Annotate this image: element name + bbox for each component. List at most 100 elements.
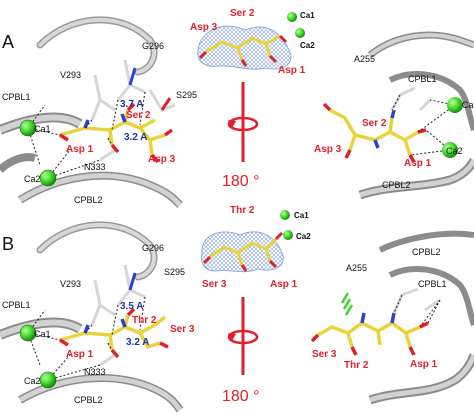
label-n333: N333 xyxy=(84,367,106,377)
rotation-arrowhead xyxy=(228,120,236,128)
label-g296: G296 xyxy=(142,41,164,51)
sidechain-v293 xyxy=(90,74,116,121)
right-residue-ser2: Ser 2 xyxy=(362,118,387,129)
rotation-angle-b: 180 ° xyxy=(222,388,260,405)
right-ligand xyxy=(317,320,421,348)
residue-asp1: Asp 1 xyxy=(66,144,94,155)
right-ca2 xyxy=(442,142,458,158)
right-label-a255: A255 xyxy=(354,54,375,64)
electron-density-mesh xyxy=(197,25,292,70)
calcium-ion-ca1 xyxy=(19,324,37,342)
panel-b-left-structure xyxy=(0,221,184,413)
density-ligand xyxy=(205,34,281,61)
ligand-oxygens xyxy=(59,102,174,164)
density-ca2 xyxy=(283,230,293,240)
label-ca2: Ca2 xyxy=(24,376,41,386)
label-s295: S295 xyxy=(176,90,197,100)
ligand-sticks xyxy=(59,109,166,156)
electron-density-mesh xyxy=(201,231,284,273)
density-ca1 xyxy=(280,210,290,220)
right-ligand-nitrogens xyxy=(373,109,396,149)
right-label-cpbl2: CPBL2 xyxy=(382,180,411,190)
ligand-oxygens xyxy=(59,307,169,359)
right-protein-bottom-highlight xyxy=(359,158,474,198)
center-ser3: Ser 3 xyxy=(202,279,227,290)
right-residue-thr2: Thr 2 xyxy=(344,360,369,371)
residue-asp1: Asp 1 xyxy=(66,349,94,360)
residue-ser2: Ser 2 xyxy=(126,110,151,121)
label-v293: V293 xyxy=(60,279,81,289)
center-ca2-label: Ca2 xyxy=(300,41,315,50)
density-ca1 xyxy=(287,12,297,22)
calcium-ion-ca1 xyxy=(19,119,37,137)
right-protein-mid xyxy=(388,266,474,327)
hbond-lines xyxy=(27,296,146,381)
right-label-cpbl2: CPBL2 xyxy=(412,247,441,257)
center-ser2: Ser 2 xyxy=(230,8,255,19)
protein-strand-lower xyxy=(0,153,37,173)
label-n333: N333 xyxy=(84,162,106,172)
protein-loop-top-highlight xyxy=(38,223,157,279)
calcium-ion-ca2 xyxy=(39,371,57,389)
panel-letter-a: A xyxy=(2,32,14,52)
ligand-nitrogens xyxy=(83,318,127,334)
center-asp1: Asp 1 xyxy=(278,65,306,76)
right-hbond-lines xyxy=(391,94,456,156)
panel-a-density-map xyxy=(197,12,305,70)
center-ca1-label: Ca1 xyxy=(300,11,315,20)
right-ligand-oxygens xyxy=(310,321,429,356)
panel-b-right-structure xyxy=(310,230,474,405)
panel-a-right-structure xyxy=(322,31,474,200)
center-ca1-label: Ca1 xyxy=(294,211,309,220)
label-cpbl1: CPBL1 xyxy=(2,300,31,310)
sidechain-v293 xyxy=(90,279,116,326)
label-cpbl2: CPBL2 xyxy=(74,395,103,405)
density-ligand-oxygens xyxy=(202,231,284,272)
nitrogen-atom xyxy=(128,67,137,86)
ligand-nitrogens xyxy=(83,113,127,129)
protein-loop-top-highlight xyxy=(38,18,157,74)
right-label-ca2: Ca2 xyxy=(446,146,463,156)
density-ligand-oxygens xyxy=(198,34,288,67)
protein-strand-left-highlight xyxy=(0,114,82,133)
right-ligand xyxy=(329,108,419,156)
right-residue-asp3: Asp 3 xyxy=(314,144,342,155)
hbond-lines xyxy=(27,91,146,179)
center-ca2-label: Ca2 xyxy=(296,232,311,241)
right-ca1 xyxy=(447,97,463,113)
label-s295: S295 xyxy=(164,267,185,277)
rotation-arrowhead xyxy=(228,333,236,341)
right-ligand-oxygens xyxy=(322,102,427,163)
label-cpbl2: CPBL2 xyxy=(74,195,103,205)
label-cpbl1: CPBL1 xyxy=(2,92,31,102)
right-label-cpbl1: CPBL1 xyxy=(418,279,447,289)
label-ca1: Ca1 xyxy=(34,329,51,339)
right-protein-bottom-highlight xyxy=(369,354,474,403)
distance-1: 3.5 A xyxy=(120,301,144,312)
oxygen-atom xyxy=(160,97,172,111)
right-hbond-lines xyxy=(393,294,441,328)
panel-a-left-structure xyxy=(0,16,183,208)
right-protein-top xyxy=(378,230,474,253)
nitrogen-atom xyxy=(128,272,137,291)
panel-b-density-map xyxy=(201,210,293,273)
label-ca1: Ca1 xyxy=(34,124,51,134)
right-label-cpbl1: CPBL1 xyxy=(408,74,437,84)
rotation-indicator-a xyxy=(227,82,259,162)
right-residue-asp1: Asp 1 xyxy=(404,158,432,169)
right-label-a255: A255 xyxy=(346,263,367,273)
residue-ser3: Ser 3 xyxy=(170,324,195,335)
rotation-angle-a: 180 ° xyxy=(222,173,260,190)
right-ligand-nitrogens xyxy=(360,312,396,324)
residue-thr2: Thr 2 xyxy=(132,315,157,326)
rotation-arrow xyxy=(227,329,259,345)
panel-a: A G296 S29 xyxy=(0,8,474,208)
right-protein-mid xyxy=(388,71,474,132)
right-label-ca1: Ca1 xyxy=(462,100,474,110)
label-v293: V293 xyxy=(60,70,81,80)
label-g296: G296 xyxy=(142,243,164,253)
right-residue-ser3: Ser 3 xyxy=(312,349,337,360)
residue-asp3: Asp 3 xyxy=(148,154,176,165)
